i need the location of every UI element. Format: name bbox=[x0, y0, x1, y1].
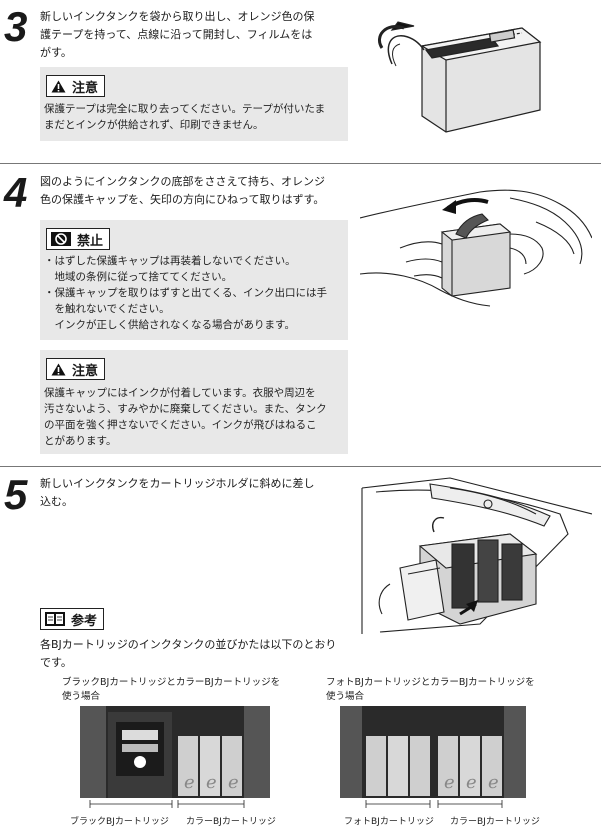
prohibit-line: インクが正しく供給されなくなる場合があります。 bbox=[44, 319, 295, 331]
step5-line: 込む。 bbox=[40, 495, 73, 508]
book-icon bbox=[45, 612, 65, 626]
caution-line: の平面を強く押さないでください。インクが飛びはねるこ bbox=[44, 419, 317, 431]
reference-badge: 参考 bbox=[40, 608, 105, 630]
reference-text: 各BJカートリッジのインクタンクの並びかたは以下のとおり です。 bbox=[40, 636, 360, 672]
prohibit-label: 禁止 bbox=[77, 233, 104, 249]
section-divider bbox=[0, 466, 601, 467]
photo-color-cartridge-figure: e e e bbox=[340, 706, 526, 808]
step5-line: 新しいインクタンクをカートリッジホルダに斜めに差し bbox=[40, 477, 315, 490]
caption-line: 使う場合 bbox=[326, 691, 365, 702]
caption-line: フォトBJカートリッジとカラーBJカートリッジを bbox=[326, 677, 535, 688]
ink-tank-tape-illustration bbox=[378, 21, 542, 133]
reference-line: 各BJカートリッジのインクタンクの並びかたは以下のとおり bbox=[40, 638, 337, 651]
reference-label: 参考 bbox=[71, 613, 98, 629]
svg-text:e: e bbox=[228, 772, 239, 793]
caption-line: ブラックBJカートリッジとカラーBJカートリッジを bbox=[62, 677, 281, 688]
warning-icon bbox=[51, 80, 66, 93]
step4-line: 色の保護キャップを、矢印の方向にひねって取りはずす。 bbox=[40, 193, 325, 206]
prohibit-line: 地域の条例に従って捨ててください。 bbox=[44, 271, 233, 283]
step4-caution-text: 保護キャップにはインクが付着しています。衣服や周辺を 汚さないよう、すみやかに廃… bbox=[44, 385, 344, 449]
caution-label: 注意 bbox=[72, 80, 99, 96]
step5-instruction: 新しいインクタンクをカートリッジホルダに斜めに差し 込む。 bbox=[40, 475, 350, 511]
step3-line: 新しいインクタンクを袋から取り出し、オレンジ色の保 bbox=[40, 10, 315, 23]
step4-line: 図のようにインクタンクの底部をささえて持ち、オレンジ bbox=[40, 175, 326, 188]
insert-tank-printer-illustration bbox=[361, 477, 592, 634]
reference-line: です。 bbox=[40, 656, 72, 669]
warning-icon bbox=[51, 363, 66, 376]
remove-cap-illustration bbox=[360, 189, 592, 307]
svg-text:e: e bbox=[184, 772, 195, 793]
photo-cartridge-label: フォトBJカートリッジ bbox=[344, 817, 434, 827]
black-color-cartridge-figure: e e e bbox=[80, 706, 270, 808]
caution-line: 保護テープは完全に取り去ってください。テープが付いたま bbox=[44, 103, 326, 115]
caution-line: まだとインクが供給されず、印刷できません。 bbox=[44, 119, 264, 131]
step4-prohibit-text: ・はずした保護キャップは再装着しないでください。 地域の条例に従って捨ててくださ… bbox=[44, 253, 344, 333]
color-cartridge-label: カラーBJカートリッジ bbox=[450, 817, 540, 827]
prohibit-line: を触れないでください。 bbox=[44, 303, 170, 315]
step-number-5: 5 bbox=[4, 471, 28, 518]
prohibit-line: ・保護キャップを取りはずすと出てくる、インク出口には手 bbox=[44, 287, 327, 299]
step3-line: がす。 bbox=[40, 46, 72, 59]
step4-prohibit-badge: 禁止 bbox=[46, 228, 111, 250]
svg-text:e: e bbox=[206, 772, 217, 793]
caution-line: 汚さないよう、すみやかに廃棄してください。また、タンク bbox=[44, 403, 327, 415]
color-cartridge-label: カラーBJカートリッジ bbox=[186, 817, 276, 827]
svg-text:e: e bbox=[444, 772, 455, 793]
step4-caution-badge: 注意 bbox=[46, 358, 106, 380]
caption-line: 使う場合 bbox=[62, 691, 101, 702]
svg-text:e: e bbox=[488, 772, 499, 793]
step-number-3: 3 bbox=[4, 3, 28, 50]
prohibit-line: ・はずした保護キャップは再装着しないでください。 bbox=[44, 255, 296, 267]
step4-instruction: 図のようにインクタンクの底部をささえて持ち、オレンジ 色の保護キャップを、矢印の… bbox=[40, 173, 360, 209]
step3-instruction: 新しいインクタンクを袋から取り出し、オレンジ色の保 護テープを持って、点線に沿っ… bbox=[40, 8, 350, 62]
black-cartridge-label: ブラックBJカートリッジ bbox=[70, 817, 169, 827]
svg-text:e: e bbox=[466, 772, 477, 793]
left-figure-caption: ブラックBJカートリッジとカラーBJカートリッジを 使う場合 bbox=[62, 676, 312, 704]
caution-label: 注意 bbox=[72, 363, 99, 379]
step3-caution-badge: 注意 bbox=[46, 75, 106, 97]
step-number-4: 4 bbox=[4, 169, 28, 216]
section-divider bbox=[0, 163, 601, 164]
step3-line: 護テープを持って、点線に沿って開封し、フィルムをは bbox=[40, 28, 313, 41]
caution-line: とがあります。 bbox=[44, 435, 117, 447]
caution-line: 保護キャップにはインクが付着しています。衣服や周辺を bbox=[44, 387, 316, 399]
step3-caution-text: 保護テープは完全に取り去ってください。テープが付いたま まだとインクが供給されず… bbox=[44, 101, 344, 133]
right-figure-caption: フォトBJカートリッジとカラーBJカートリッジを 使う場合 bbox=[326, 676, 576, 704]
prohibit-icon bbox=[51, 232, 71, 246]
